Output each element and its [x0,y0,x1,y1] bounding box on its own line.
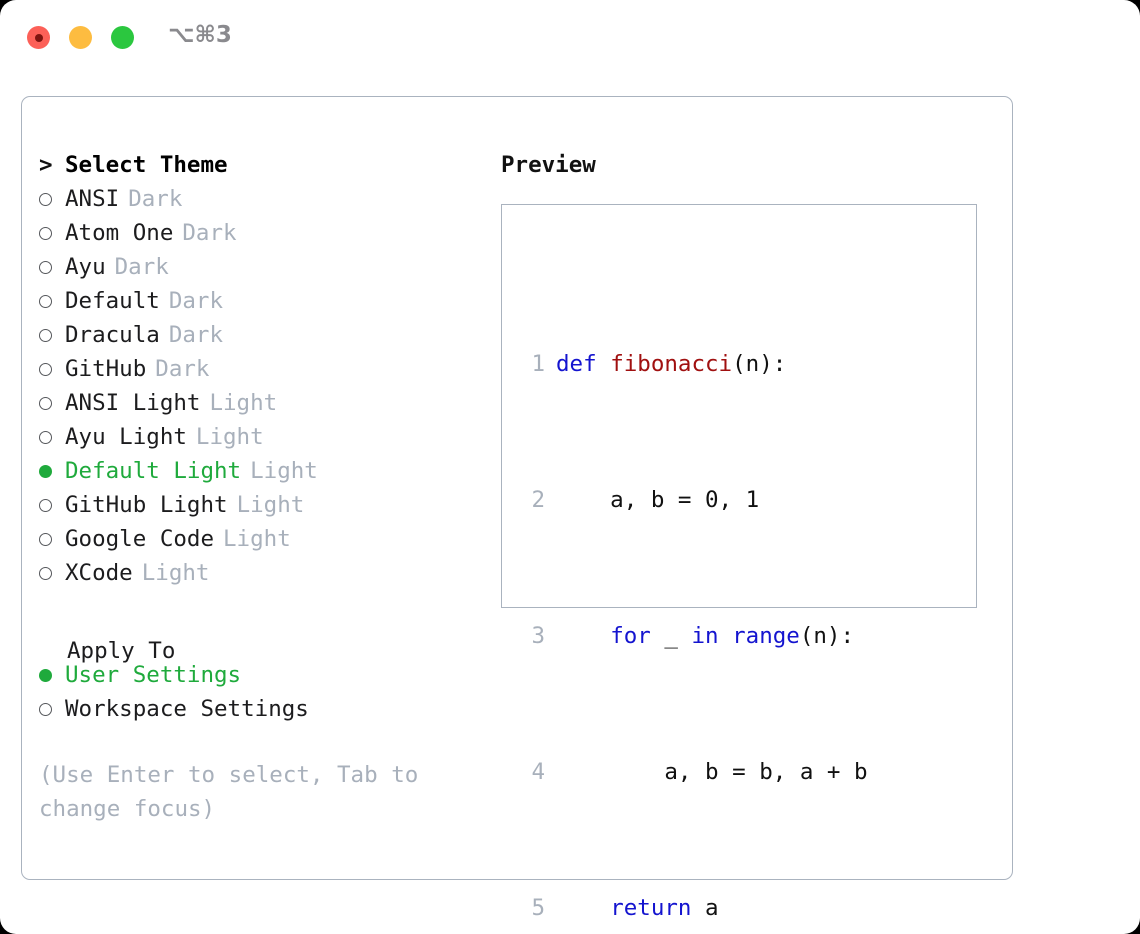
code-line: 2 a, b = 0, 1 [519,483,895,517]
radio-empty-icon[interactable] [39,318,65,352]
theme-item-ayu-light[interactable]: Ayu Light Light [39,420,479,454]
preview-box: 1 def fibonacci (n): 2 a, b = 0, 1 3 [501,204,977,921]
list-spacer [39,590,479,624]
code-token: a, b = 0, 1 [556,487,760,513]
keyboard-shortcut-label: ⌥⌘3 [168,22,232,48]
theme-item-label: Atom One [65,219,174,246]
radio-empty-icon[interactable] [39,386,65,420]
code-preview: 1 def fibonacci (n): 2 a, b = 0, 1 3 [519,245,895,934]
select-theme-title: Select Theme [65,152,228,178]
theme-item-tag: Dark [168,321,224,348]
theme-item-tag: Light [250,457,318,484]
code-token: a [691,895,719,921]
theme-item-label: Dracula [65,321,160,348]
code-token: in [691,623,719,649]
theme-item-atom-one[interactable]: Atom One Dark [39,216,479,250]
apply-to-option-label: Workspace Settings [65,695,309,722]
theme-item-tag: Light [236,491,305,518]
theme-item-dracula[interactable]: Dracula Dark [39,318,479,352]
theme-item-ayu[interactable]: Ayu Dark [39,250,479,284]
theme-item-tag: Dark [155,355,210,382]
theme-item-default-light[interactable]: Default Light Light [39,454,479,488]
theme-item-label: Default Light [65,457,242,484]
apply-to-option-label: User Settings [65,661,242,688]
code-token [719,619,733,653]
code-token [556,891,610,925]
maximize-button[interactable] [111,26,134,49]
radio-empty-icon[interactable] [39,250,65,284]
apply-to-user-settings[interactable]: User Settings [39,658,479,692]
keyboard-hint-text: (Use Enter to select, Tab to change focu… [39,762,419,822]
theme-item-label: Ayu Light [65,423,187,450]
theme-item-tag: Dark [168,287,224,314]
apply-to-title: Apply To [67,638,176,664]
line-number: 3 [531,623,545,649]
code-token: a, b = b, a + b [556,759,868,785]
select-theme-header: > Select Theme [39,148,479,182]
apply-to-marker-spacer [39,624,65,658]
theme-item-default[interactable]: Default Dark [39,284,479,318]
radio-empty-icon[interactable] [39,488,65,522]
line-number: 5 [531,895,545,921]
close-button[interactable] [27,26,50,49]
radio-empty-icon[interactable] [39,420,65,454]
theme-item-google-code[interactable]: Google Code Light [39,522,479,556]
code-token [556,619,610,653]
theme-item-tag: Light [141,559,210,586]
theme-item-ansi-light[interactable]: ANSI Light Light [39,386,479,420]
radio-empty-icon[interactable] [39,692,65,726]
radio-empty-icon[interactable] [39,284,65,318]
line-number: 1 [531,351,545,377]
theme-list-column: > Select Theme ANSI Dark Atom One Dark [39,148,479,826]
radio-filled-icon[interactable] [39,658,65,692]
line-number: 2 [531,487,545,513]
preview-title: Preview [501,152,596,178]
code-line: 4 a, b = b, a + b [519,755,895,789]
theme-item-label: Google Code [65,525,215,552]
radio-empty-icon[interactable] [39,556,65,590]
code-line: 5 return a [519,891,895,925]
code-token: range [732,623,800,649]
minimize-button[interactable] [69,26,92,49]
code-token: (n): [732,351,787,377]
radio-empty-icon[interactable] [39,352,65,386]
theme-item-xcode[interactable]: XCode Light [39,556,479,590]
theme-item-tag: Dark [128,185,183,212]
theme-item-label: XCode [65,559,133,586]
preview-column: Preview 1 def fibonacci (n): 2 a, b = 0,… [501,148,991,921]
theme-item-label: Default [65,287,160,314]
prompt-caret-icon: > [39,152,53,178]
code-token: fibonacci [610,351,733,377]
theme-item-tag: Dark [114,253,169,280]
traffic-light-group [27,26,134,49]
title-bar: ⌥⌘3 [0,0,1140,78]
radio-empty-icon[interactable] [39,182,65,216]
radio-empty-icon[interactable] [39,216,65,250]
theme-item-github-light[interactable]: GitHub Light Light [39,488,479,522]
radio-filled-icon[interactable] [39,454,65,488]
code-line: 1 def fibonacci (n): [519,347,895,381]
theme-item-label: GitHub [65,355,147,382]
theme-item-ansi[interactable]: ANSI Dark [39,182,479,216]
theme-selector-panel: > Select Theme ANSI Dark Atom One Dark [21,96,1013,921]
theme-item-tag: Light [209,389,278,416]
line-number: 4 [531,759,545,785]
code-token: for [610,623,651,649]
code-token: (n): [799,623,855,649]
radio-empty-icon[interactable] [39,522,65,556]
apply-to-workspace-settings[interactable]: Workspace Settings [39,692,479,726]
theme-item-tag: Light [195,423,264,450]
code-line: 3 for _ in range (n): [519,619,895,653]
code-token: def [556,351,611,377]
theme-item-github[interactable]: GitHub Dark [39,352,479,386]
theme-item-tag: Dark [182,219,237,246]
theme-item-label: ANSI Light [65,389,201,416]
theme-item-tag: Light [223,525,291,552]
apply-to-header: Apply To [39,624,479,664]
theme-item-label: GitHub Light [65,491,228,518]
code-token: return [610,895,692,921]
theme-item-label: ANSI [65,185,120,212]
code-token: _ [650,623,692,649]
theme-item-label: Ayu [65,253,106,280]
